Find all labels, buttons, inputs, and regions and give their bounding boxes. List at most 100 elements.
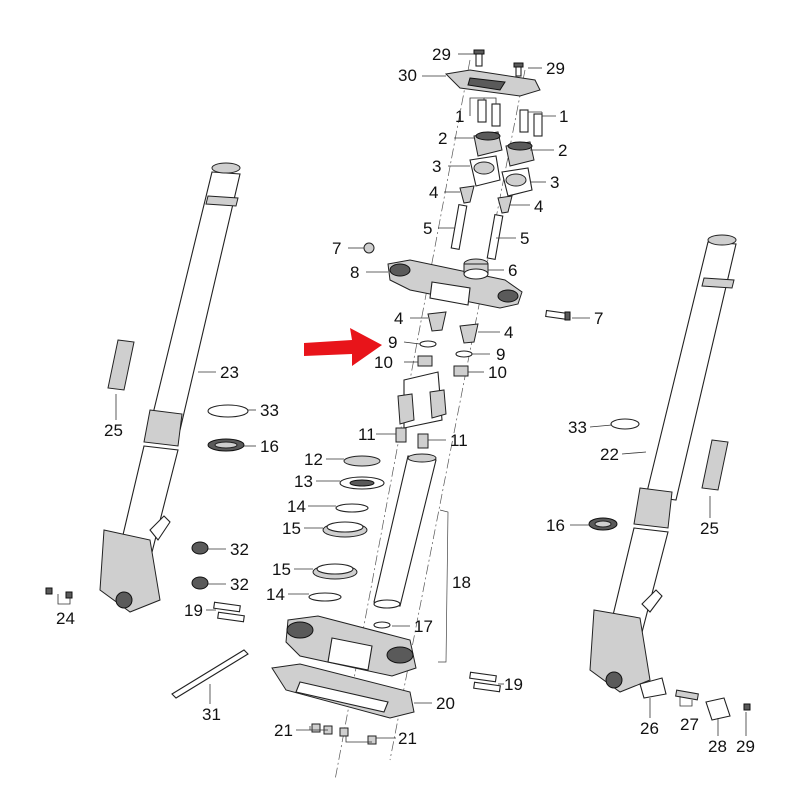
left-fork-oil-seal-33	[207, 404, 249, 418]
callout-33: 33	[260, 401, 279, 420]
dust-seal-lower	[308, 592, 342, 602]
callout-10: 10	[374, 353, 393, 372]
callout-1: 1	[455, 107, 464, 126]
right-fork-bracket-26	[639, 677, 667, 699]
callout-15: 15	[282, 519, 301, 538]
callout-11: 11	[450, 431, 468, 450]
left-axle-bolts-24	[45, 587, 73, 599]
bushing-lower-left	[427, 311, 447, 332]
callout-3: 3	[550, 173, 559, 192]
left-fork-seal-inner	[214, 441, 238, 449]
left-fork-tube	[99, 162, 241, 613]
callout-5: 5	[423, 219, 432, 238]
right-fitting-28	[705, 697, 731, 721]
callout-13: 13	[294, 472, 313, 491]
left-fork-caps-32	[191, 541, 209, 590]
callout-29: 29	[736, 737, 755, 756]
bushing-upper-left	[459, 185, 475, 204]
callout-4: 4	[504, 323, 513, 342]
callout-7: 7	[332, 239, 341, 258]
callout-30: 30	[398, 66, 417, 85]
callout-29: 29	[546, 59, 565, 78]
callout-2: 2	[438, 129, 447, 148]
callout-21: 21	[398, 729, 417, 748]
callout-5: 5	[520, 229, 529, 248]
callout-27: 27	[680, 715, 699, 734]
callout-14: 14	[287, 497, 306, 516]
leader-lines	[57, 53, 747, 743]
right-fork-oil-seal-33	[610, 418, 640, 430]
callout-19: 19	[504, 675, 523, 694]
callout-7: 7	[594, 309, 603, 328]
callout-4: 4	[534, 197, 543, 216]
callout-14: 14	[266, 585, 285, 604]
adjust-nut	[343, 455, 381, 467]
callout-4: 4	[429, 183, 438, 202]
callout-33: 33	[568, 418, 587, 437]
callout-4: 4	[394, 309, 403, 328]
right-small-screw-29	[743, 703, 751, 711]
pinch-bolt-upper-right	[545, 309, 571, 321]
right-bleeder-27	[675, 689, 699, 701]
callout-labels: 29 29 30 1 1 2 2 3 3 4 4 5 5 7 8 6 7 4 4…	[56, 45, 755, 756]
callout-6: 6	[508, 261, 517, 280]
dust-seal-upper	[335, 503, 369, 513]
center-axis-right	[389, 69, 526, 761]
steering-stem-nut	[463, 258, 489, 280]
callout-16: 16	[260, 437, 279, 456]
stem-nut-left	[395, 427, 407, 443]
bearing-upper	[322, 521, 368, 538]
callout-25: 25	[104, 421, 123, 440]
bearing-lower	[312, 563, 358, 580]
callout-20: 20	[436, 694, 455, 713]
upper-clamp-left	[473, 131, 503, 157]
stem-nut-right	[417, 433, 429, 449]
lower-triple-clamp	[285, 615, 417, 677]
callout-17: 17	[414, 617, 433, 636]
callout-2: 2	[558, 141, 567, 160]
right-fork-seal-inner	[594, 520, 612, 528]
lower-clamp-right	[501, 167, 533, 197]
stem-bracket-line	[438, 509, 449, 663]
upper-triple-clamp	[387, 259, 523, 309]
callout-24: 24	[56, 609, 75, 628]
guard-plate	[271, 663, 415, 719]
callout-32: 32	[230, 575, 249, 594]
spacer-right	[486, 214, 504, 260]
callout-15: 15	[272, 560, 291, 579]
bushing-upper-right	[497, 195, 513, 214]
callout-19: 19	[184, 601, 203, 620]
nut-left	[417, 355, 433, 367]
cover-screw-left	[473, 49, 485, 67]
lock-washer-inner	[349, 479, 375, 487]
callout-9: 9	[388, 333, 397, 352]
steering-stem-tube	[373, 453, 437, 609]
callout-11: 11	[358, 425, 376, 444]
clamp-bolts-right	[519, 109, 543, 137]
washer-right	[455, 350, 473, 358]
callout-32: 32	[230, 540, 249, 559]
bushing-lower-right	[459, 323, 479, 344]
callout-26: 26	[640, 719, 659, 738]
red-pointer-arrow	[304, 328, 382, 366]
guard-screws-right	[339, 727, 377, 745]
cover-screw-right	[513, 62, 524, 77]
callout-28: 28	[708, 737, 727, 756]
upper-clamp-right	[505, 141, 535, 167]
callout-10: 10	[488, 363, 507, 382]
callout-25: 25	[700, 519, 719, 538]
callout-23: 23	[220, 363, 239, 382]
callout-31: 31	[202, 705, 221, 724]
callout-9: 9	[496, 345, 505, 364]
callout-21: 21	[274, 721, 293, 740]
callout-8: 8	[350, 263, 359, 282]
lower-clamp-left	[469, 155, 501, 187]
callout-22: 22	[600, 445, 619, 464]
clamp-bolts-left	[477, 99, 501, 127]
right-fork-guard	[701, 439, 729, 491]
right-fork-tube	[589, 234, 737, 693]
spacer-left	[450, 204, 468, 250]
callout-12: 12	[304, 450, 323, 469]
steering-rod	[171, 649, 249, 699]
